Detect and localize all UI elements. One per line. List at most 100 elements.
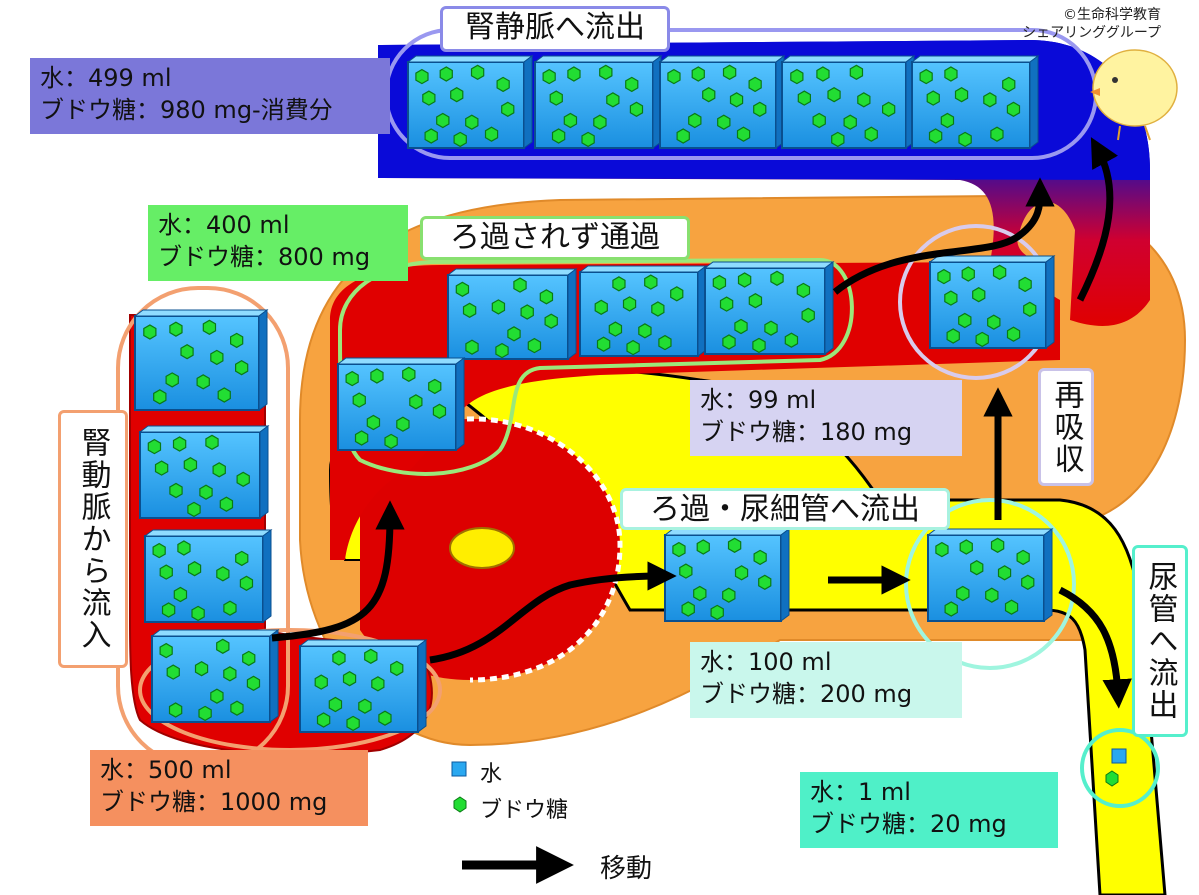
glucose-hexagon — [719, 296, 734, 312]
glucose-hexagon — [205, 434, 219, 450]
glucose-hexagon — [784, 332, 799, 348]
glucose-hexagon — [172, 436, 187, 452]
glucose-hexagon — [242, 650, 256, 667]
water-block — [138, 425, 270, 519]
glucose-hexagon — [644, 274, 658, 290]
glucose-hexagon — [491, 299, 506, 315]
glucose-hexagon — [230, 332, 244, 349]
glucose-hexagon — [801, 307, 815, 323]
glucose-hexagon — [210, 688, 224, 704]
glucose-hexagon — [424, 128, 438, 144]
glucose-hexagon — [551, 128, 566, 144]
water-block — [133, 309, 269, 411]
glucose-hexagon — [593, 114, 607, 130]
glucose-hexagon — [997, 565, 1012, 581]
glucose-hexagon — [370, 368, 384, 384]
amount-filtered: 水：100 ml ブドウ糖：200 mg — [690, 642, 962, 718]
glucose-hexagon — [752, 337, 766, 354]
title-pass-through: ろ過されず通過 — [420, 216, 690, 260]
amount-filtered-water: 水：100 ml — [700, 648, 832, 676]
glucose-hexagon — [239, 575, 254, 591]
amount-urine-glucose: ブドウ糖：20 mg — [810, 810, 1007, 838]
glucose-hexagon — [737, 272, 752, 288]
glucose-hexagon — [985, 587, 999, 603]
amount-urine: 水：1 ml ブドウ糖：20 mg — [800, 772, 1058, 848]
glucose-hexagon — [345, 370, 359, 387]
glucose-hexagon — [415, 68, 429, 85]
glucose-hexagon — [439, 66, 453, 82]
glucose-hexagon — [436, 112, 450, 129]
glucose-hexagon — [581, 131, 595, 148]
glucose-hexagon — [1004, 599, 1019, 615]
glucose-hexagon — [599, 64, 613, 80]
glucose-hexagon — [727, 537, 742, 553]
glucose-hexagon — [626, 339, 640, 356]
glucose-hexagon — [670, 286, 684, 302]
glucose-hexagon — [753, 101, 767, 117]
glucose-hexagon — [154, 460, 169, 476]
glucose-hexagon — [944, 66, 958, 82]
glucose-hexagon — [608, 321, 623, 337]
glucose-hexagon — [216, 566, 230, 582]
glucose-hexagon — [688, 112, 702, 129]
copyright-credit: ©生命科学教育 シェアリンググループ — [1022, 6, 1161, 42]
glucose-hexagon — [210, 349, 224, 366]
glucose-hexagon — [159, 564, 173, 580]
glucose-hexagon — [358, 698, 372, 714]
glucose-hexagon — [1006, 326, 1021, 342]
glucose-hexagon — [722, 64, 737, 80]
glucose-hexagon — [314, 674, 328, 690]
glucose-hexagon — [770, 270, 784, 286]
glucose-hexagon — [230, 700, 244, 716]
water-block — [336, 357, 466, 451]
glucose-hexagon — [722, 587, 736, 603]
glucose-hexagon — [831, 131, 845, 148]
glucose-hexagon — [354, 430, 369, 446]
glucose-hexagon — [594, 299, 608, 315]
glucose-hexagon — [513, 277, 527, 293]
amount-vein: 水：499 ml ブドウ糖：980 mg-消費分 — [30, 58, 390, 134]
glucose-hexagon — [527, 337, 542, 354]
amount-vein-water: 水：499 ml — [40, 64, 172, 92]
glucose-hexagon — [216, 638, 230, 654]
glucose-hexagon — [1006, 101, 1021, 117]
water-block — [926, 528, 1054, 622]
glucose-hexagon — [816, 66, 830, 82]
glucose-hexagon — [549, 90, 563, 106]
glucose-hexagon — [881, 101, 896, 117]
glucose-hexagon — [1018, 276, 1032, 293]
glucose-hexagon — [748, 76, 762, 93]
glucose-hexagon — [691, 66, 705, 82]
water-block — [703, 261, 835, 355]
glucose-hexagon — [970, 560, 984, 576]
glucose-hexagon — [672, 541, 686, 558]
credit-line-1: ©生命科学教育 — [1063, 7, 1161, 23]
glucose-hexagon — [235, 550, 249, 567]
glucose-hexagon — [223, 600, 237, 616]
glucose-hexagon — [316, 712, 331, 728]
glucose-hexagon — [954, 87, 969, 103]
glucose-hexagon — [734, 318, 748, 335]
glucose-hexagon — [764, 320, 778, 336]
glucose-hexagon — [702, 87, 716, 103]
glucose-hexagon — [625, 76, 639, 93]
title-reabsorption: 再吸収 — [1038, 368, 1094, 486]
molecule-blocks — [133, 55, 1056, 733]
glucose-hexagon — [169, 321, 183, 337]
urine-ring — [1080, 728, 1160, 808]
glucose-hexagon — [465, 114, 479, 130]
glucose-hexagon — [173, 586, 188, 603]
glucose-hexagon — [484, 126, 499, 142]
glucose-hexagon — [696, 539, 710, 555]
glucose-hexagon — [736, 126, 751, 142]
glucose-hexagon — [539, 289, 554, 305]
glucose-hexagon — [196, 374, 210, 390]
water-block — [910, 55, 1040, 149]
glucose-hexagon — [753, 549, 767, 566]
amount-inflow-glucose: ブドウ糖：1000 mg — [100, 788, 328, 816]
glucose-hexagon — [219, 496, 234, 512]
glucose-hexagon — [959, 539, 973, 555]
urine-glucose-hex — [1105, 770, 1119, 787]
glucose-hexagon — [198, 705, 212, 722]
